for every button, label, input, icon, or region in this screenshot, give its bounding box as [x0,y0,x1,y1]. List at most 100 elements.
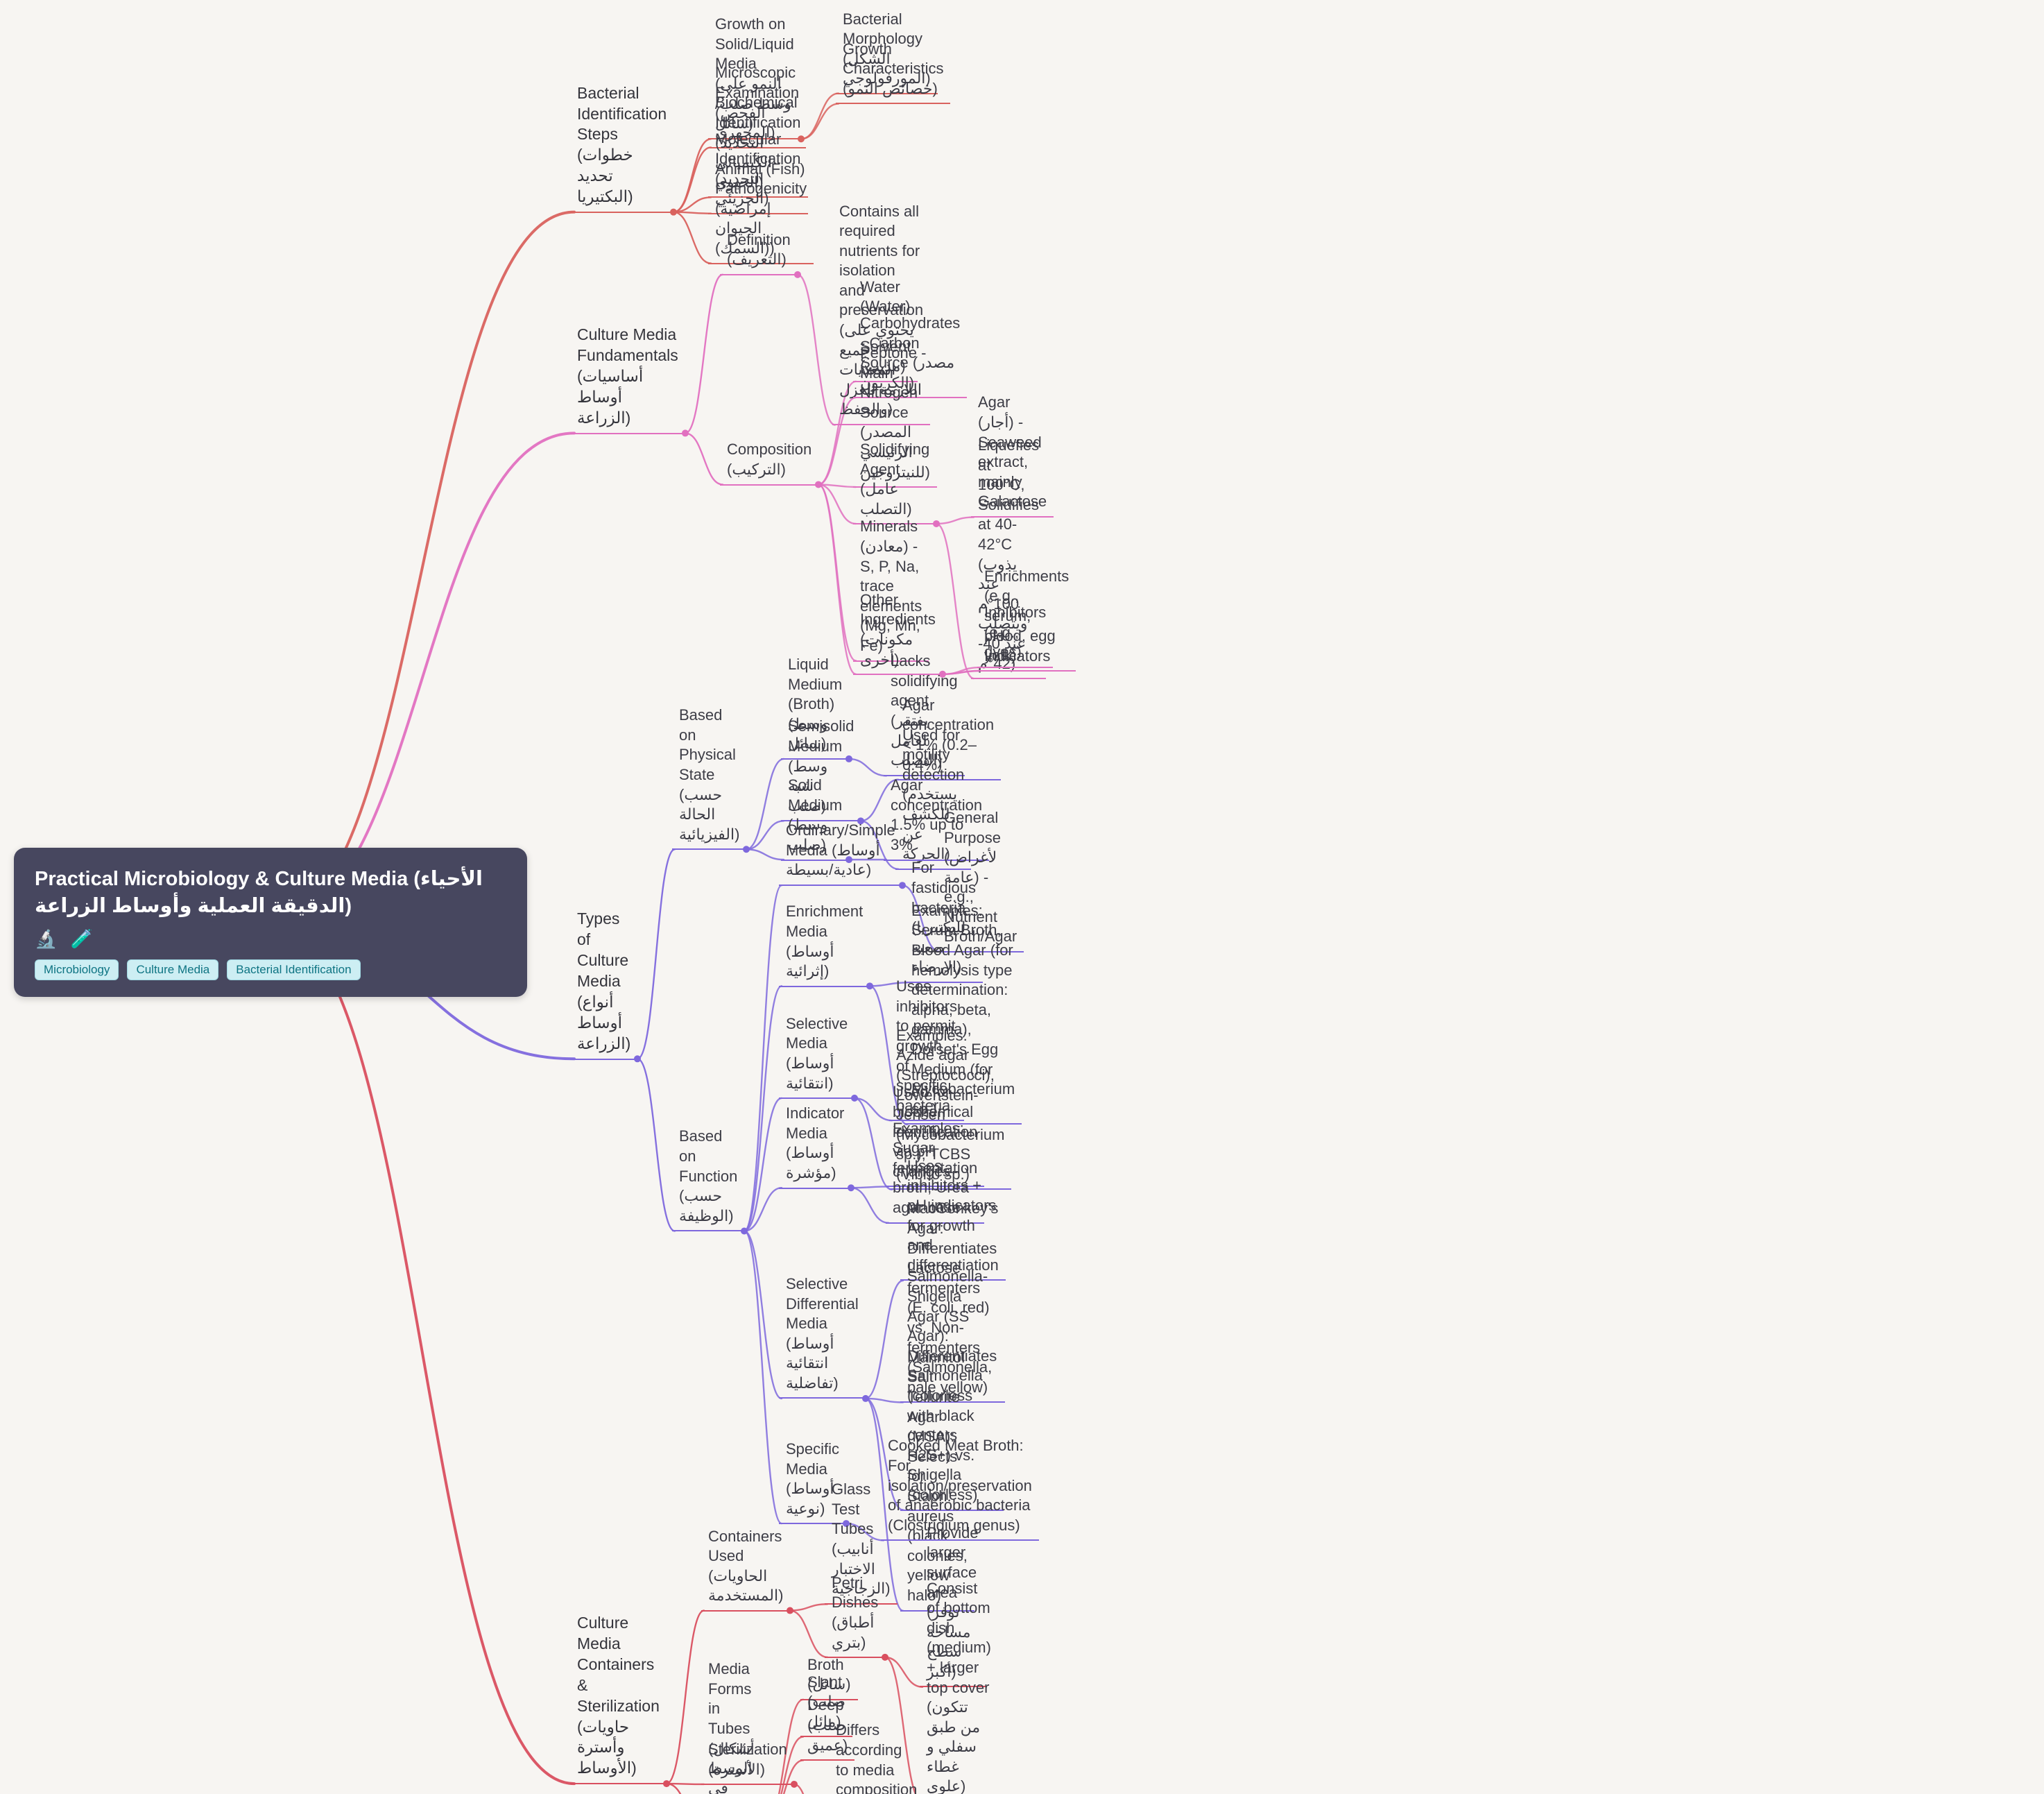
link-curve [636,1058,676,1232]
mindmap-node[interactable]: Salmonella-Shigella Agar (SS Agar): Diff… [900,1265,1004,1511]
mindmap-node[interactable]: Water (Water) - Solvent (مذيب) [853,275,918,382]
node-label: Media Forms in Tubes (أشكال الوسط في الأ… [708,1660,755,1794]
mindmap-node[interactable]: pH Indicators [977,624,1058,672]
node-label: Salmonella-Shigella Agar (SS Agar): Diff… [907,1267,997,1504]
link-curve [901,884,941,953]
mindmap-node[interactable]: Deep (صلب عميق) [800,1693,855,1761]
mindmap-node[interactable]: Bacterial Morphology (الشكل المورفولوجي) [836,8,938,94]
collapse-dot[interactable] [791,1780,798,1788]
mindmap-node[interactable]: Semisolid Medium (وسط شبه صلب) [781,715,861,822]
mindmap-node[interactable]: Consist of bottom dish (medium) + larger… [920,1577,998,1794]
mindmap-node[interactable]: Based on Physical State (حسب الحالة الفي… [672,703,747,851]
node-label: Semisolid Medium (وسط شبه صلب) [788,717,854,814]
mindmap-node[interactable]: Contains all required nutrients for isol… [832,200,931,426]
link-curve [672,146,712,213]
mindmap-node[interactable]: Sterilization (الأسترة) [701,1738,794,1786]
root-icons: 🔬 🧪 [35,928,506,950]
node-label: pH Indicators [984,627,1051,665]
node-label: Containers Used (الحاويات المستخدمة) [708,1527,784,1605]
mindmap-node[interactable]: Definition (التعريف) [720,228,798,276]
mindmap-node[interactable]: General Purpose (لأغراض عامة) - e.g., Nu… [937,806,1024,953]
mindmap-node[interactable]: Lacks solidifying agent (يفتقر لعامل الت… [884,649,965,776]
link-curve [817,484,857,676]
mindmap-node[interactable]: Carbohydrates - Carbon Source (مصدر الكر… [853,311,968,399]
mindmap-node[interactable]: Slant (صلب مائل) [800,1671,852,1738]
node-label: Types of Culture Media (أنواع أوساط الزر… [577,909,631,1052]
node-label: Bacterial Identification Steps (خطوات تح… [577,83,667,206]
mindmap-node[interactable]: Selective Differential Media (أوساط انتق… [779,1272,866,1399]
node-label: Sterilization (الأسترة) [708,1740,787,1778]
mindmap-node[interactable]: Mannitol Salt Tellurite Agar (MSA): Sele… [900,1346,974,1612]
mindmap-node[interactable]: Media Forms in Tubes (أشكال الوسط في الأ… [701,1657,766,1794]
link-curve [743,985,783,1232]
collapse-dot[interactable] [798,135,805,143]
mindmap-node[interactable]: Uses inhibitors + pH indicators for grow… [900,1154,1006,1281]
mindmap-node[interactable]: Petri Dishes (أطباق بتري) [825,1571,886,1659]
collapse-dot[interactable] [899,882,906,889]
link-curve [884,1656,924,1688]
mindmap-node[interactable]: Types of Culture Media (أنواع أوساط الزر… [570,907,638,1060]
mindmap-node[interactable]: Solidifying Agent (عامل التصلب) [853,438,937,525]
mindmap-node[interactable]: Growth on Solid/Liquid Media (النمو على … [708,12,801,139]
mindmap-node[interactable]: Examples: Sugar fermentation broth, Urea… [886,1117,985,1224]
node-label: MacConkey's Agar: Differentiates Lactose… [907,1199,999,1396]
mindmap-node[interactable]: Inhibitors (e.g., dyes) [977,601,1054,668]
root-node[interactable]: Practical Microbiology & Culture Media (… [14,847,527,998]
mindmap-node[interactable]: Containers Used (الحاويات المستخدمة) [701,1525,791,1612]
mindmap-node[interactable]: Used for motility detection (يستخدم للكش… [895,724,972,870]
node-label: Inhibitors (e.g., dyes) [984,604,1047,661]
mindmap-node[interactable]: Ordinary/Simple Media (أوساط عادية/بسيطة… [779,819,902,886]
mindmap-node[interactable]: Cooked Meat Broth: For isolation/preserv… [881,1434,1039,1541]
mindmap-node[interactable]: Culture Media Containers & Sterilization… [570,1611,667,1785]
mindmap-node[interactable]: Microscopic Examination (الفحص المجهري) [708,61,807,148]
collapse-dot[interactable] [939,670,946,678]
node-label: Examples: Sugar fermentation broth, Urea… [893,1119,978,1217]
mindmap-node[interactable]: For fastidious bacteria (للبكتيريا صعبة … [904,856,983,983]
mindmap-node[interactable]: Used for biochemical identification via … [886,1080,985,1188]
mindmap-node[interactable]: Bacterial Identification Steps (خطوات تح… [570,81,674,214]
mindmap-node[interactable]: Provide larger surface area (توفر مساحة … [920,1521,986,1688]
mindmap-node[interactable]: Minerals (معادن) - S, P, Na, trace eleme… [853,515,929,662]
link-curve [672,211,712,214]
mindmap-node[interactable]: Examples: Serum Broth, Blood Agar (for h… [904,899,1022,1125]
mindmap-node[interactable]: Culture Media Fundamentals (أساسيات أوسا… [570,323,685,434]
node-label: Deep (صلب عميق) [807,1696,848,1754]
mindmap-node[interactable]: Glass Test Tubes (أنابيب الاختبار الزجاج… [825,1478,898,1605]
mindmap-node[interactable]: Agar concentration < 1% (0.2–0.4%) [895,694,1002,781]
mindmap-node[interactable]: Specific Media (أوساط نوعية) [779,1437,847,1525]
link-curve [745,758,785,851]
mindmap-node[interactable]: Agar (أجار) - Seaweed extract, mainly Ga… [971,391,1054,518]
mindmap-node[interactable]: Broth (سائل) [800,1653,858,1700]
tag-bacterial-identification: Bacterial Identification [227,959,361,981]
collapse-dot[interactable] [862,1394,869,1402]
mindmap-node[interactable]: Growth Characteristics (خصائص النمو) [836,37,951,105]
mindmap-node[interactable]: Peptone - Main Nitrogen Source (المصدر ا… [853,341,937,488]
node-label: Ordinary/Simple Media (أوساط عادية/بسيطة… [786,821,895,879]
mindmap-node[interactable]: Liquid Medium (Broth) (وسط سائل) [781,653,850,760]
mindmap-node[interactable]: Indicator Media (أوساط مؤشرة) [779,1102,852,1189]
link-curve [864,1397,904,1612]
mindmap-node[interactable]: Solid Medium (وسط صلب) [781,774,850,861]
mindmap-node[interactable]: Molecular Identification (التحديد الجزيئ… [708,128,808,215]
mindmap-node[interactable]: Biochemical Identification (التحديد الكي… [708,91,808,198]
link-curve [868,982,909,987]
mindmap-node[interactable]: Examples: Azide agar (Streptococci), Low… [889,1024,1012,1190]
node-label: Used for biochemical identification via … [893,1083,978,1180]
node-label: Based on Physical State (حسب الحالة الفي… [679,706,740,843]
mindmap-node[interactable]: Uses inhibitors to permit growth of spec… [889,975,965,1122]
mindmap-node[interactable]: Other Ingredients (مكونات أخرى) [853,588,943,676]
node-label: Minerals (معادن) - S, P, Na, trace eleme… [860,518,922,654]
link-curve [745,820,785,851]
collapse-dot[interactable] [794,271,801,278]
mindmap-node[interactable]: Animal (Fish) Pathogenicity (إمراضية الح… [708,157,814,264]
collapse-dot[interactable] [682,429,689,437]
mindmap-node[interactable]: MacConkey's Agar: Differentiates Lactose… [900,1197,1006,1403]
mindmap-node[interactable]: Differs according to media composition (… [829,1718,924,1794]
mindmap-node[interactable]: Agar concentration 1.5% up to 3% [884,774,990,861]
mindmap-node[interactable]: Based on Function (حسب الوظيفة) [672,1125,745,1232]
mindmap-node[interactable]: Composition (التركيب) [720,438,819,486]
link-curve [665,1782,682,1794]
mindmap-node[interactable]: Enrichment Media (أوساط إثرائية) [779,900,870,987]
collapse-dot[interactable] [663,1780,670,1788]
mindmap-node[interactable]: Selective Media (أوساط انتقائية) [779,1012,855,1100]
